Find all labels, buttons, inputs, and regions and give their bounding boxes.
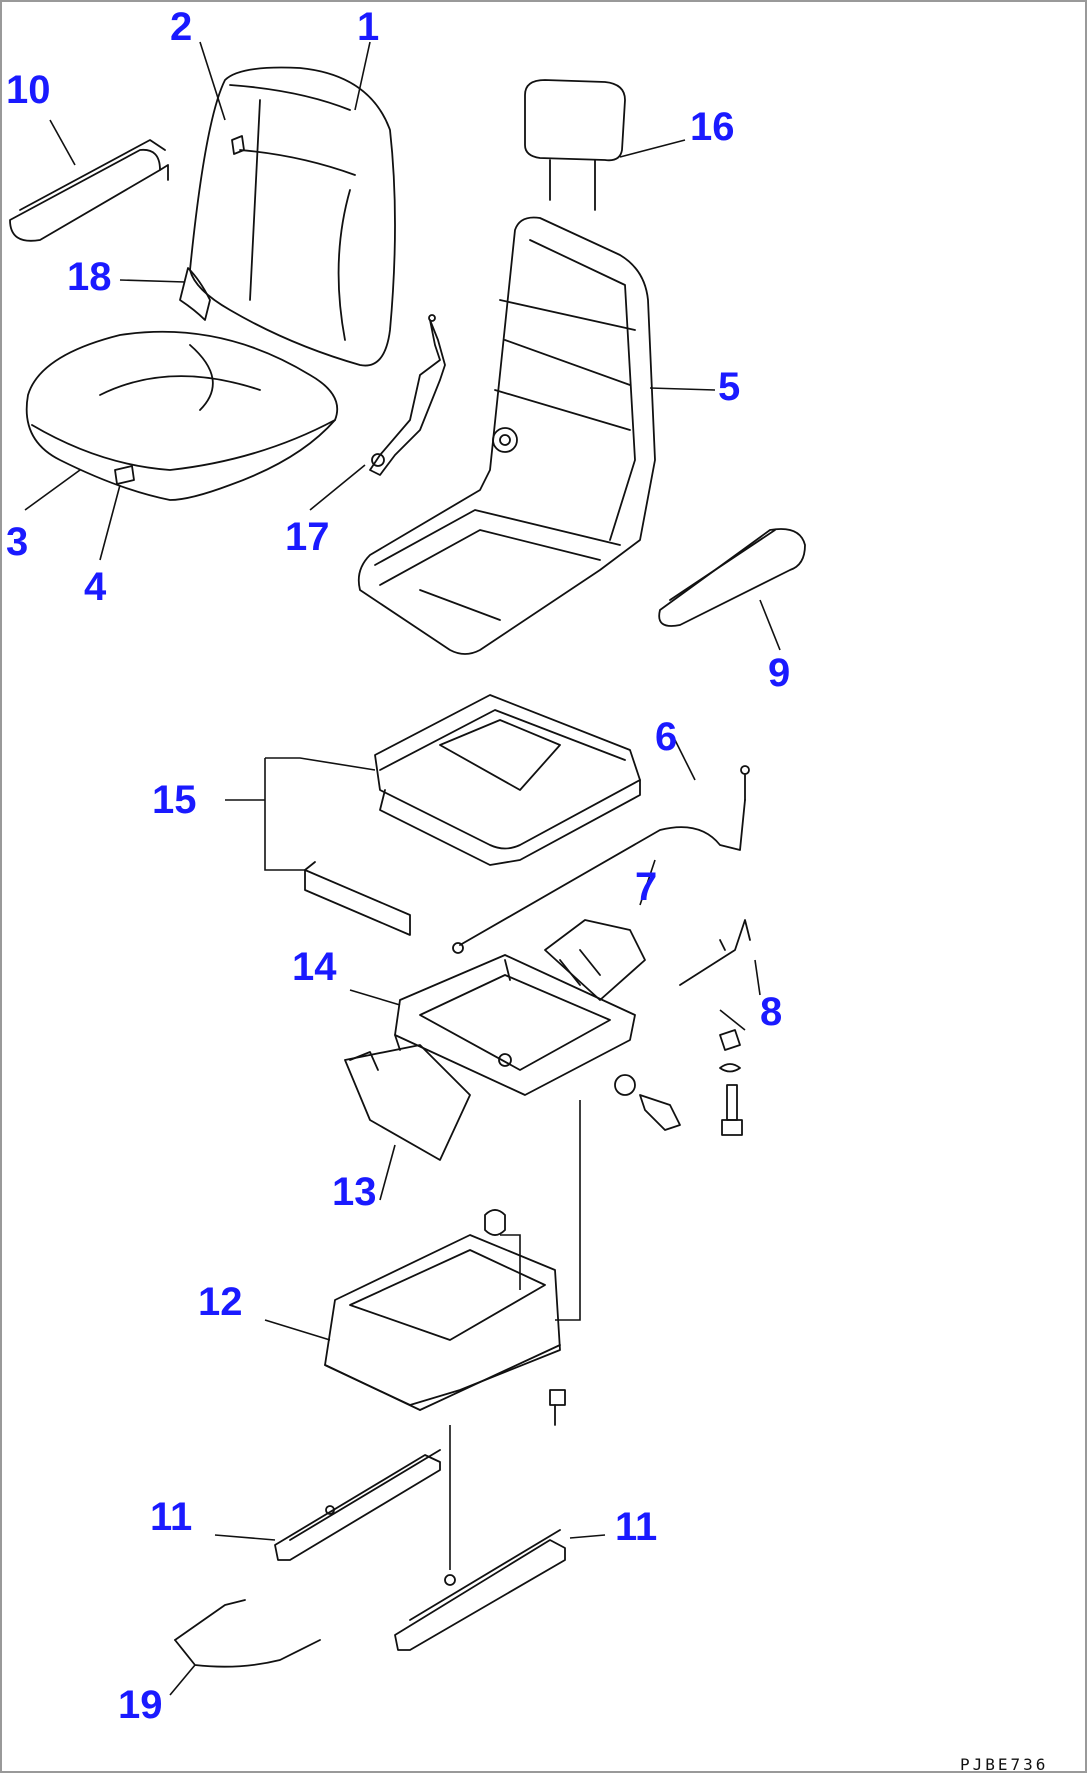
part-control-cable <box>452 765 750 954</box>
callout-15: 15 <box>152 778 197 822</box>
callout-13: 13 <box>332 1170 377 1214</box>
callout-14: 14 <box>292 945 337 989</box>
part-hinge-cover <box>179 267 211 321</box>
part-armrest-right <box>658 528 806 627</box>
callout-8: 8 <box>760 990 782 1034</box>
callout-11-left: 11 <box>150 1495 192 1539</box>
callout-16: 16 <box>690 105 735 149</box>
part-fasteners <box>614 1029 743 1136</box>
part-armrest-left <box>9 139 169 242</box>
callout-7: 7 <box>635 865 657 909</box>
part-slide-frame <box>394 954 636 1096</box>
part-slide-rail-left <box>274 1449 441 1561</box>
drawing-code: PJBE736 <box>960 1755 1048 1774</box>
part-cover-panel <box>544 919 646 1001</box>
part-headrest <box>524 79 626 211</box>
callout-1: 1 <box>357 5 379 49</box>
callout-3: 3 <box>6 520 28 564</box>
callout-18: 18 <box>67 255 112 299</box>
part-seat-back-cushion <box>189 66 396 367</box>
part-slide-rail-right <box>394 1529 566 1651</box>
callout-4: 4 <box>84 565 107 609</box>
callout-6: 6 <box>655 715 677 759</box>
callout-5: 5 <box>718 365 740 409</box>
part-slide-lever-knob <box>114 465 135 485</box>
part-wire-clip <box>679 919 751 986</box>
part-seat-pan <box>344 1044 471 1161</box>
part-seat-frame <box>357 216 656 655</box>
callout-17: 17 <box>285 515 330 559</box>
callout-2: 2 <box>170 5 192 49</box>
part-wire <box>174 1599 321 1668</box>
part-back-lever <box>231 135 245 155</box>
part-belt-bracket <box>369 314 446 476</box>
part-seat-cushion <box>25 330 339 501</box>
callout-12: 12 <box>198 1280 243 1324</box>
callout-11-right: 11 <box>615 1505 657 1549</box>
callout-9: 9 <box>768 651 790 695</box>
part-suspension-assembly <box>304 694 641 936</box>
part-base-plate <box>324 1209 566 1426</box>
callout-10: 10 <box>6 68 51 112</box>
leader-lines <box>24 41 781 1696</box>
callout-19: 19 <box>118 1683 163 1727</box>
